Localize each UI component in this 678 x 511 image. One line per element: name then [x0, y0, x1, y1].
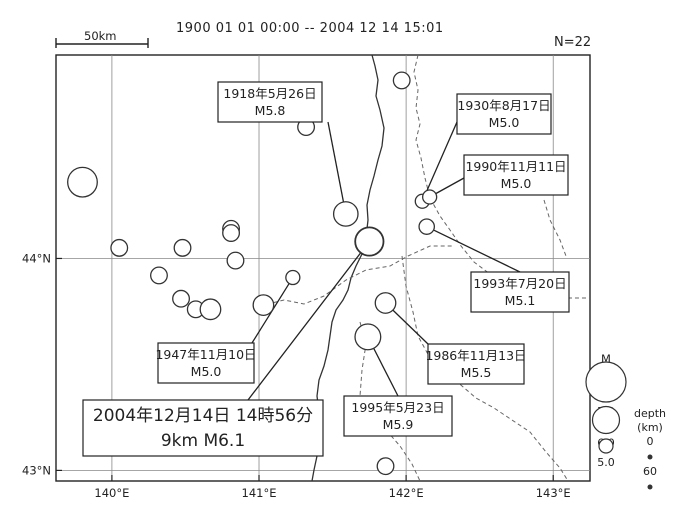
leader-line [327, 121, 347, 215]
event-magnitude: M5.1 [505, 293, 536, 308]
event-magnitude: 9km M6.1 [161, 431, 245, 451]
legend-depth-marker [647, 454, 653, 460]
epicenter-circle [222, 224, 241, 242]
legend-depth-title: (km) [637, 421, 663, 434]
legend-depth-title: depth [634, 407, 666, 420]
map-frame [55, 54, 591, 482]
event-date: 2004年12月14日 14時56分 [93, 406, 313, 426]
event-label: 1986年11月13日 M5.5 [425, 343, 527, 385]
epicenter-circle [374, 292, 397, 314]
epicenter-circle [252, 294, 275, 316]
epicenter-circle [354, 226, 385, 257]
event-magnitude: M5.0 [501, 176, 532, 191]
event-date: 1993年7月20日 [473, 276, 566, 291]
epicenter-circle [285, 269, 301, 286]
event-magnitude: M5.9 [383, 417, 414, 432]
event-label-box [343, 395, 453, 437]
epicenter-circle [150, 266, 168, 285]
x-tick-label: 143°E [536, 486, 571, 500]
period-title: 1900 01 01 00:00 -- 2004 12 14 15:01 [176, 21, 444, 36]
subprefecture-boundaries [259, 54, 590, 482]
event-label: 1993年7月20日 M5.1 [470, 271, 570, 313]
event-label: 1947年11月10日 M5.0 [155, 342, 257, 384]
event-date: 1986年11月13日 [425, 348, 526, 363]
y-tick-label: 44°N [22, 251, 51, 265]
event-magnitude: M5.0 [191, 364, 222, 379]
epicenter-circle [422, 189, 438, 205]
event-magnitude: M5.0 [489, 115, 520, 130]
leader-lines [247, 121, 521, 401]
event-label-box [463, 154, 569, 196]
x-tick-label: 141°E [242, 486, 277, 500]
epicenter-circle [392, 71, 411, 90]
event-date: 1918年5月26日 [223, 86, 316, 101]
event-count: N=22 [554, 35, 591, 50]
epicenter-circle [376, 457, 395, 476]
event-magnitude: M5.8 [255, 103, 286, 118]
legend-depth-label: 60 [643, 465, 657, 478]
event-labels: 1918年5月26日 M5.8 2004年12月14日 14時56分 9km M6.1… [82, 81, 570, 457]
scale-bar: 50km [55, 29, 149, 48]
event-date: 1995年5月23日 [351, 400, 444, 415]
epicenter-circle [354, 323, 382, 351]
epicenter-circle [67, 166, 98, 198]
epicenter-circle [226, 251, 245, 270]
event-label: 2004年12月14日 14時56分 9km M6.1 [82, 399, 324, 457]
event-label-box [82, 399, 324, 457]
legend-mag-circle [585, 361, 627, 403]
legend-depth-label: 0 [647, 435, 654, 448]
leader-line [421, 121, 458, 202]
event-label-box [427, 343, 525, 385]
x-tick-label: 142°E [389, 486, 424, 500]
event-magnitude: M5.5 [461, 365, 492, 380]
legend-mag-label: 5.0 [597, 456, 615, 469]
legend-mag-title: M [601, 352, 611, 366]
epicenter-circle [418, 218, 436, 235]
epicenter-circles [67, 71, 438, 476]
event-date: 1947年11月10日 [155, 347, 256, 362]
event-label: 1930年8月17日 M5.0 [456, 93, 552, 135]
epicenter-circle [173, 238, 192, 257]
scale-label: 50km [84, 29, 117, 43]
event-label-box [456, 93, 552, 135]
epicenter-circle [199, 298, 222, 321]
event-label-box [157, 342, 255, 384]
event-label: 1990年11月11日 M5.0 [463, 154, 569, 196]
leader-line [426, 226, 521, 273]
legend-mag-circle [598, 438, 614, 454]
epicenter-circle [110, 238, 129, 257]
legend-mag-circle [591, 405, 621, 435]
event-label-box [217, 81, 323, 123]
event-label: 1995年5月23日 M5.9 [343, 395, 453, 437]
leader-line [247, 241, 370, 401]
event-date: 1990年11月11日 [465, 159, 566, 174]
event-label-box [470, 271, 570, 313]
event-label: 1918年5月26日 M5.8 [217, 81, 323, 123]
epicenter-circle [172, 289, 190, 308]
legend-depth-marker [647, 484, 653, 490]
epicenter-circle [332, 201, 359, 227]
y-tick-label: 43°N [22, 463, 51, 477]
event-date: 1930年8月17日 [457, 98, 550, 113]
x-tick-label: 140°E [94, 486, 129, 500]
